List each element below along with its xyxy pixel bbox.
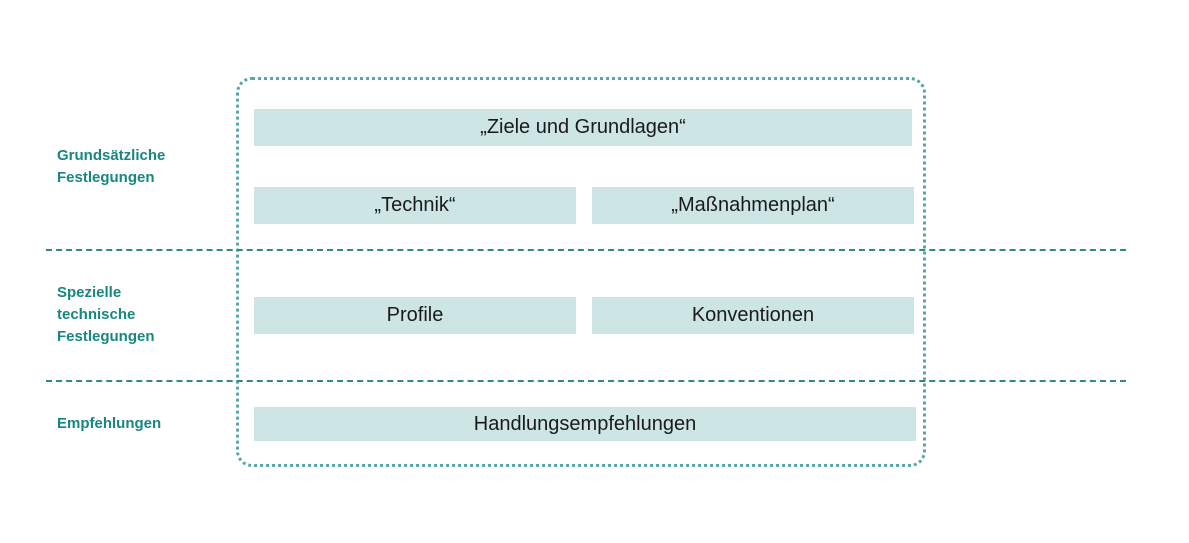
box-technik: „Technik“	[254, 187, 576, 224]
box-label: „Maßnahmenplan“	[671, 194, 835, 216]
box-konventionen: Konventionen	[592, 297, 914, 334]
box-handlungsempfehlungen: Handlungsempfehlungen	[254, 407, 916, 441]
box-label: Konventionen	[691, 304, 815, 326]
box-label: Profile	[386, 304, 444, 326]
category-label-grundsaetzliche-festlegungen: Grundsätzliche Festlegungen	[57, 147, 166, 186]
box-label: „Ziele und Grundlagen“	[480, 116, 686, 138]
box-massnahmenplan: „Maßnahmenplan“	[592, 187, 914, 224]
box-profile: Profile	[254, 297, 576, 334]
box-ziele-und-grundlagen: „Ziele und Grundlagen“	[254, 109, 912, 146]
document-group-frame	[236, 77, 926, 467]
box-label: „Technik“	[374, 194, 456, 216]
category-label-empfehlungen: Empfehlungen	[57, 415, 162, 432]
category-label-spezielle-technische-festlegungen: Spezielle technische Festlegungen	[57, 284, 155, 345]
divider-basic-special	[46, 249, 1126, 251]
divider-special-recommendations	[46, 380, 1126, 382]
box-label: Handlungsempfehlungen	[473, 412, 697, 435]
